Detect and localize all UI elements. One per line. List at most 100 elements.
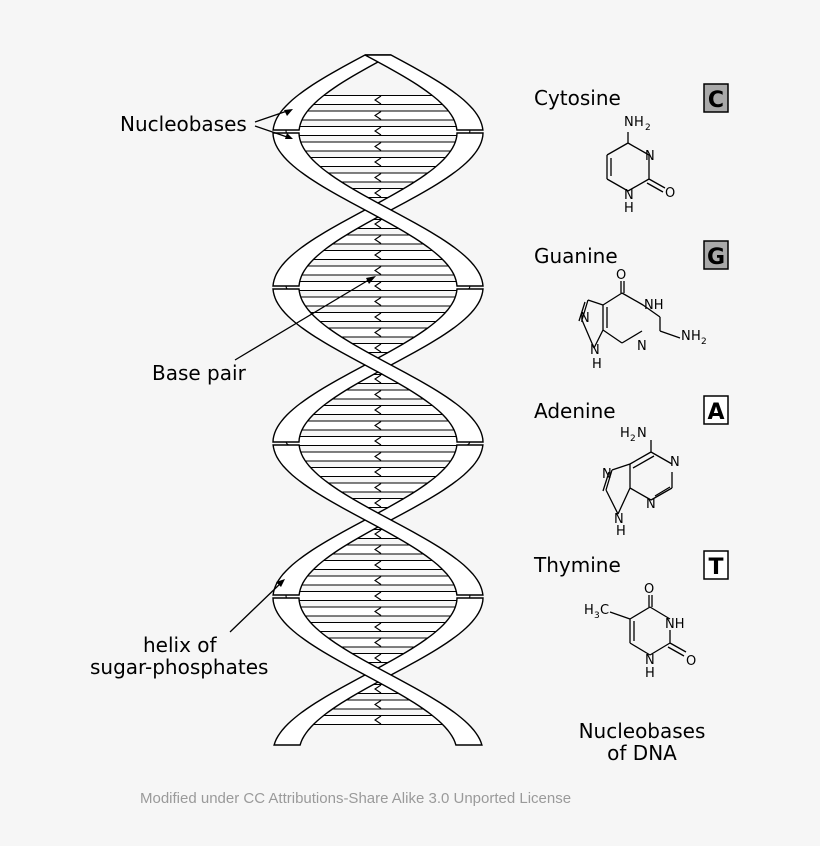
- svg-text:N: N: [602, 467, 612, 482]
- base-pair-rod: [290, 575, 466, 586]
- svg-text:N: N: [614, 512, 624, 527]
- helix-label-line2: sugar-phosphates: [90, 655, 268, 679]
- svg-text:N: N: [590, 343, 600, 358]
- base-pair-junction: [374, 297, 382, 306]
- base-pair-junction: [374, 622, 382, 632]
- base-pair-junction: [374, 498, 382, 508]
- svg-text:O: O: [686, 654, 696, 669]
- base-pair-rod: [285, 590, 471, 602]
- base-pair-rod: [304, 714, 452, 726]
- nucleobases-label: Nucleobases: [120, 112, 247, 136]
- base-pair-junction: [374, 188, 382, 198]
- backbone-segment: [272, 288, 484, 443]
- svg-text:N: N: [637, 426, 647, 441]
- base-pair-junction: [374, 219, 382, 229]
- base-pair-junction: [374, 467, 382, 477]
- thymine-letter: T: [708, 555, 723, 580]
- base-pair-rod: [289, 451, 467, 462]
- base-pair-junction: [374, 700, 382, 709]
- base-pair-rod: [285, 435, 471, 447]
- base-pair-rod: [285, 125, 471, 137]
- base-pair-junction: [374, 374, 382, 384]
- base-pair-rod: [301, 621, 455, 633]
- base-pair-rod: [290, 110, 466, 121]
- svg-text:N: N: [645, 149, 655, 164]
- helix-arrow: [229, 579, 285, 633]
- helix-label-line1: helix of: [143, 633, 218, 657]
- svg-text:H: H: [634, 115, 644, 130]
- base-pair-junction: [374, 235, 382, 244]
- adenine-letter: A: [707, 400, 724, 425]
- base-pair-junction: [374, 607, 382, 616]
- guanine-badge: [703, 240, 729, 270]
- svg-text:3: 3: [594, 611, 600, 621]
- base-pair-junction: [374, 529, 382, 539]
- base-pair-rod: [304, 559, 452, 571]
- svg-text:NH: NH: [665, 617, 685, 632]
- base-pair-rod: [304, 404, 452, 416]
- cytosine-letter: C: [708, 88, 724, 113]
- base-pair-junction: [374, 111, 382, 120]
- svg-text:H: H: [645, 666, 655, 681]
- base-pair-junction: [374, 328, 382, 337]
- guanine-letter: G: [707, 245, 725, 270]
- svg-text:H: H: [620, 426, 630, 441]
- svg-text:O: O: [616, 268, 626, 283]
- guanine-entry: Guanine G: [534, 240, 729, 270]
- base-pair-junction: [374, 157, 382, 167]
- guanine-name: Guanine: [534, 244, 618, 268]
- cytosine-name: Cytosine: [534, 86, 621, 110]
- backbone-segment: [272, 132, 484, 287]
- adenine-structure: H 2 N N N N N H: [602, 426, 680, 539]
- base-pair-junction: [374, 390, 382, 399]
- svg-text:N: N: [670, 455, 680, 470]
- base-pair-junction: [374, 266, 382, 275]
- base-pair-junction: [374, 483, 382, 492]
- backbone-segment: [272, 597, 483, 746]
- svg-text:H: H: [624, 201, 634, 216]
- svg-text:N: N: [624, 115, 634, 130]
- svg-text:2: 2: [645, 123, 651, 133]
- base-pair-junction: [374, 95, 382, 105]
- base-pair-arrow: [234, 276, 376, 361]
- base-pair-junction: [374, 576, 382, 585]
- base-pair-rod: [304, 94, 452, 106]
- thymine-name: Thymine: [533, 553, 621, 577]
- base-pair-junction: [374, 142, 382, 151]
- svg-text:N: N: [645, 653, 655, 668]
- svg-text:C: C: [600, 603, 609, 618]
- svg-text:N: N: [681, 329, 691, 344]
- nucleobases-arrows: [254, 109, 293, 139]
- base-pair-rod: [285, 280, 471, 292]
- adenine-badge: [703, 395, 729, 425]
- base-pair-junction: [374, 591, 382, 601]
- base-pair-junction: [374, 343, 382, 353]
- base-pair-junction: [374, 436, 382, 446]
- svg-text:2: 2: [630, 434, 636, 444]
- base-pair-junction: [374, 638, 382, 647]
- base-pair-rod: [301, 466, 455, 478]
- base-pair-rod: [301, 156, 455, 168]
- svg-text:H: H: [616, 524, 626, 539]
- svg-text:H: H: [691, 329, 701, 344]
- base-pair-rod: [290, 265, 466, 276]
- base-pair-rod: [289, 141, 467, 152]
- adenine-entry: Adenine A: [534, 395, 729, 425]
- base-pair-junction: [374, 312, 382, 322]
- base-pair-rod: [304, 249, 452, 261]
- svg-text:NH: NH: [644, 298, 664, 313]
- base-pair-junction: [374, 405, 382, 415]
- adenine-name: Adenine: [534, 399, 616, 423]
- caption-line2: of DNA: [607, 741, 677, 765]
- base-pair-junction: [374, 421, 382, 430]
- base-pair-junction: [374, 560, 382, 570]
- license-text: Modified under CC Attributions-Share Ali…: [140, 790, 571, 807]
- base-pair-label: Base pair: [152, 361, 247, 385]
- backbone-segment: [272, 54, 392, 131]
- thymine-badge: [703, 550, 729, 580]
- svg-text:O: O: [665, 186, 675, 201]
- cytosine-badge: [703, 83, 729, 113]
- svg-text:H: H: [592, 357, 602, 372]
- base-pair-junction: [374, 715, 382, 725]
- base-pair-junction: [374, 684, 382, 694]
